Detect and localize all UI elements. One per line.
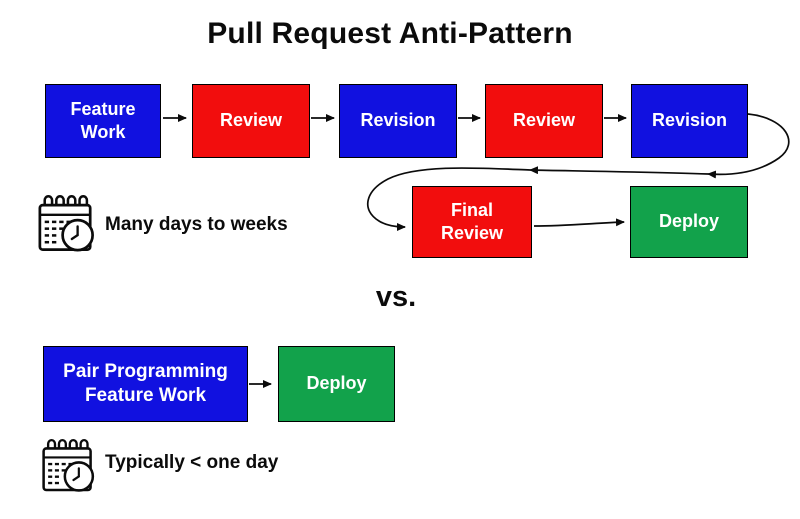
vs-divider: vs. [375,281,417,313]
anti-pattern-duration-label: Many days to weeks [105,214,288,235]
flow-box-revision-1: Revision [339,84,457,158]
arrow-finalreview-to-deploy [533,218,625,227]
flow-box-revision-2: Revision [631,84,748,158]
flow-box-label: Feature Work [70,98,136,142]
page-title: Pull Request Anti-Pattern [207,17,573,50]
flow-box-review-2: Review [485,84,603,158]
arrow-loop-segment-2 [529,166,709,175]
flow-box-label: Deploy [306,373,367,394]
flow-box-label: Review [512,110,576,131]
flow-box-label: Revision [651,110,728,131]
flow-box-deploy-1: Deploy [630,186,748,258]
flow-box-label: Deploy [658,211,719,232]
flow-box-feature-work: Feature Work [45,84,161,158]
flow-box-label: Pair Programming Feature Work [63,360,228,406]
calendar-clock-icon [38,195,94,252]
flow-box-label: Review [219,110,283,131]
flow-box-review-1: Review [192,84,310,158]
flow-box-label: Revision [360,110,436,131]
flow-box-label: Final Review [440,199,504,243]
flow-box-deploy-2: Deploy [278,346,395,422]
flow-box-final-review: Final Review [412,186,532,258]
calendar-clock-icon [42,438,95,492]
pair-pattern-duration-label: Typically < one day [105,452,279,473]
flow-box-pair-programming: Pair Programming Feature Work [43,346,248,422]
